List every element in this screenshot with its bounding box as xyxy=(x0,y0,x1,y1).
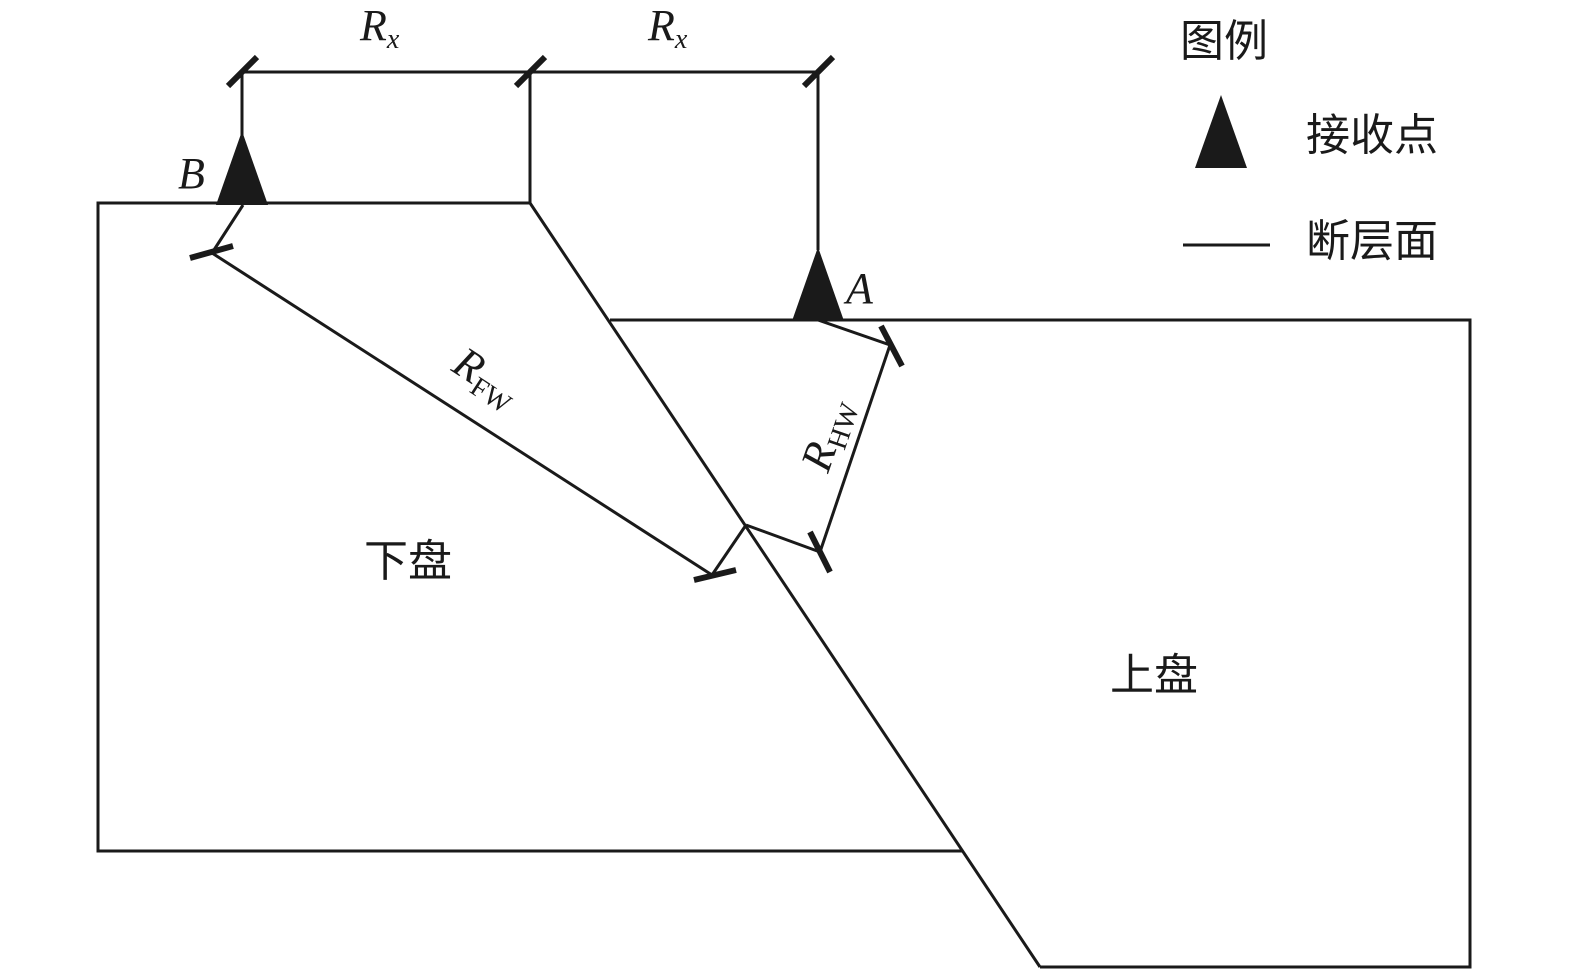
footwall-block-outline xyxy=(96,201,962,853)
rfw-perpendicular-line xyxy=(710,524,748,576)
legend-fault-label: 断层面 xyxy=(1306,216,1438,267)
legend: 图例 接收点 断层面 xyxy=(1180,16,1438,267)
rhw-distance-line xyxy=(818,344,892,553)
receiver-b-triangle-icon xyxy=(216,131,268,205)
rx-right-label: Rx xyxy=(647,1,688,55)
rx-left-subscript: x xyxy=(386,24,400,55)
receiver-a-triangle-icon xyxy=(792,247,844,321)
rfw-tick-start xyxy=(189,243,234,261)
rx-right-subscript: x xyxy=(674,24,688,55)
rx-tick-right xyxy=(801,54,836,89)
rfw-connector-line xyxy=(210,204,245,254)
legend-receiver-label: 接收点 xyxy=(1306,110,1438,161)
rhw-perpendicular-line xyxy=(745,523,821,554)
rx-left-label: Rx xyxy=(359,1,400,55)
rhw-connector-line xyxy=(817,318,891,347)
rx-tick-left xyxy=(225,54,260,89)
station-b-label: B xyxy=(178,149,205,198)
legend-receiver-triangle-icon xyxy=(1195,95,1247,168)
rhw-tick-end xyxy=(807,530,833,574)
rhw-subscript: HW xyxy=(822,399,867,454)
rx-right-main: R xyxy=(647,1,675,50)
footwall-label: 下盘 xyxy=(364,536,452,587)
legend-title: 图例 xyxy=(1180,16,1268,67)
rhw-label: RHW xyxy=(791,391,867,480)
rx-left-main: R xyxy=(359,1,387,50)
hanging-wall-label: 上盘 xyxy=(1110,650,1198,701)
hanging-wall-block-outline xyxy=(610,318,1472,969)
rfw-distance-line xyxy=(211,251,713,577)
fault-plane-line xyxy=(528,202,1042,968)
rfw-tick-end xyxy=(693,567,737,583)
station-a-label: A xyxy=(843,264,874,313)
rhw-tick-start xyxy=(878,324,905,368)
rx-tick-middle xyxy=(513,54,548,89)
